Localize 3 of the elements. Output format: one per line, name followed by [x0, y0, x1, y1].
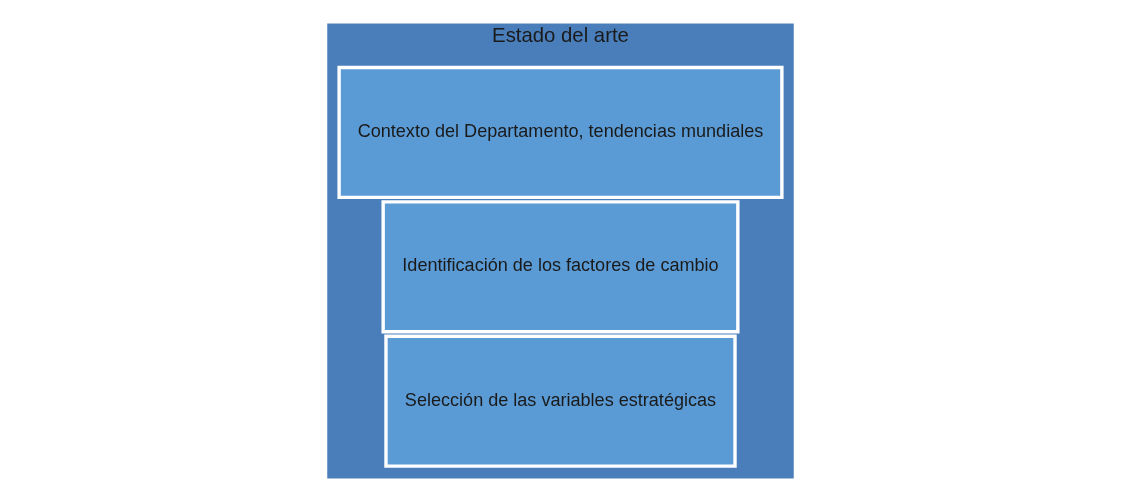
node-box: Contexto del Departamento, tendencias mundiales	[337, 65, 784, 200]
node-box: Selección de las variables estratégicas	[384, 334, 737, 468]
node-box: Identificación de los factores de cambio	[381, 200, 740, 334]
